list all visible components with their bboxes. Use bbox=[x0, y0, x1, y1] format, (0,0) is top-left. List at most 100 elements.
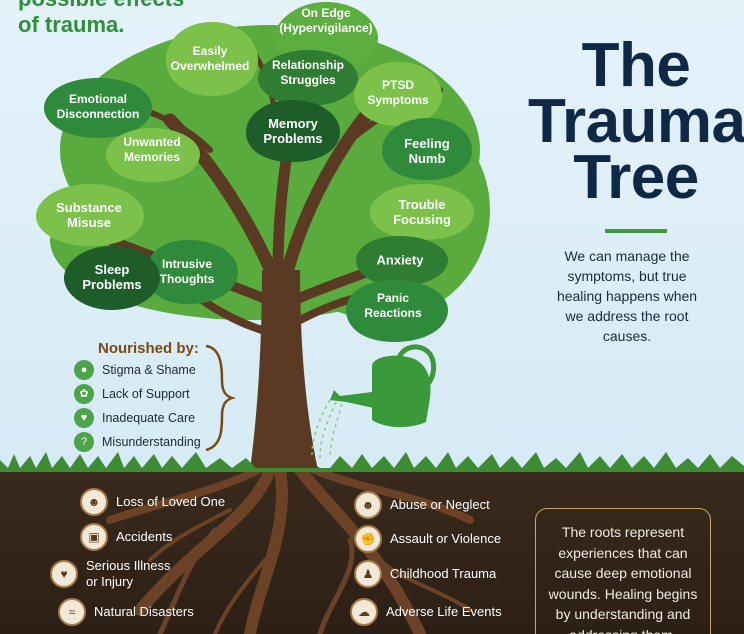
heart-icon: ♥ bbox=[50, 560, 78, 588]
leaf-line: Reactions bbox=[364, 306, 422, 320]
root-item: ✊ Assault or Violence bbox=[354, 525, 501, 553]
nourished-item: ● Stigma & Shame bbox=[74, 360, 196, 380]
leaf-line: Sleep bbox=[94, 262, 130, 277]
leaf-line: Memory bbox=[268, 116, 318, 131]
leaf-anxiety: Anxiety bbox=[377, 253, 424, 268]
leaves bbox=[36, 2, 474, 342]
person-icon: ● bbox=[74, 360, 94, 380]
leaf-line: Relationship bbox=[271, 58, 345, 72]
roots-note: The roots represent experiences that can… bbox=[548, 524, 698, 634]
leaf-line: Symptoms bbox=[367, 93, 429, 107]
leaf-line: Easily bbox=[192, 44, 228, 58]
leaf-on-edge: On Edge(Hypervigilance) bbox=[279, 6, 372, 36]
nourished-label: Stigma & Shame bbox=[102, 363, 196, 377]
person-icon: ☻ bbox=[80, 488, 108, 516]
leaf-line: Overwhelmed bbox=[170, 59, 250, 73]
root-label: Accidents bbox=[116, 529, 172, 545]
leaf-line: Feeling bbox=[404, 136, 450, 151]
leaf-line: Memories bbox=[123, 150, 181, 164]
storm-icon: ☁ bbox=[350, 598, 378, 626]
root-label: Loss of Loved One bbox=[116, 494, 225, 510]
title-divider bbox=[605, 229, 667, 233]
root-line: Loss of Loved One bbox=[116, 494, 226, 509]
leaf-line: Panic bbox=[376, 291, 410, 305]
root-label: Adverse Life Events bbox=[386, 604, 502, 619]
nourished-label: Misunderstanding bbox=[102, 435, 201, 449]
nourished-label: Inadequate Care bbox=[102, 411, 196, 425]
root-item: ☻ Abuse or Neglect bbox=[354, 491, 490, 519]
person-icon: ☻ bbox=[354, 491, 382, 519]
root-label: Natural Disasters bbox=[94, 604, 194, 620]
leaf-line: Intrusive bbox=[161, 257, 212, 271]
leaf-line: Substance bbox=[56, 200, 122, 215]
leaf-line: Trouble bbox=[398, 197, 446, 212]
heading-partial: possible effects of trauma. bbox=[18, 0, 184, 38]
root-line: Accidents bbox=[116, 529, 173, 544]
root-label: Assault or Violence bbox=[390, 531, 502, 546]
root-line: Natural Disasters bbox=[94, 604, 194, 619]
leaf-line: PTSD bbox=[381, 78, 415, 92]
people-icon: ✿ bbox=[74, 384, 94, 404]
root-item: ▣ Accidents bbox=[80, 523, 172, 551]
leaf-line: Misuse bbox=[66, 215, 112, 230]
root-item: ≈ Natural Disasters bbox=[58, 598, 194, 626]
root-label: Abuse or Neglect bbox=[390, 497, 490, 512]
fist-icon: ✊ bbox=[354, 525, 382, 553]
leaf-line: Focusing bbox=[393, 212, 451, 227]
care-icon: ♥ bbox=[74, 408, 94, 428]
nourished-item: ♥ Inadequate Care bbox=[74, 408, 195, 428]
wave-icon: ≈ bbox=[58, 598, 86, 626]
leaf-line: Thoughts bbox=[159, 272, 215, 286]
root-item: ♟ Childhood Trauma bbox=[354, 560, 496, 588]
child-icon: ♟ bbox=[354, 560, 382, 588]
root-label: Childhood Trauma bbox=[390, 566, 497, 581]
question-icon: ? bbox=[74, 432, 94, 452]
title-line2: Trauma bbox=[528, 87, 744, 156]
root-line: or Injury bbox=[86, 574, 133, 589]
roots-note-box bbox=[535, 508, 711, 634]
title-line3: Tree bbox=[573, 143, 699, 212]
root-line: Serious Illness bbox=[86, 558, 171, 573]
title-line1: The bbox=[581, 31, 691, 100]
subtitle: We can manage the symptoms, but true hea… bbox=[556, 248, 698, 344]
water-drops bbox=[311, 399, 343, 459]
trunk bbox=[250, 270, 318, 470]
leaf-line: Numb bbox=[408, 151, 446, 166]
leaf-line: Emotional bbox=[68, 92, 127, 106]
leaf-line: (Hypervigilance) bbox=[279, 21, 373, 35]
leaf-line: Problems bbox=[263, 131, 323, 146]
nourished-title: Nourished by: bbox=[98, 340, 199, 357]
heading-line1: possible effects bbox=[18, 0, 184, 12]
heading-line2: of trauma. bbox=[18, 12, 125, 37]
nourished-label: Lack of Support bbox=[102, 387, 190, 401]
leaf-line: Disconnection bbox=[56, 107, 140, 121]
watering-can-icon bbox=[330, 344, 437, 428]
nourish-bracket bbox=[205, 344, 236, 452]
leaf-line: Unwanted bbox=[123, 135, 181, 149]
page-title: The Trauma Tree bbox=[528, 31, 744, 212]
car-icon: ▣ bbox=[80, 523, 108, 551]
leaf-line: Problems bbox=[82, 277, 142, 292]
root-item: ☻ Loss of Loved One bbox=[80, 488, 225, 516]
nourished-item: ? Misunderstanding bbox=[74, 432, 201, 452]
grass bbox=[0, 452, 744, 472]
nourished-item: ✿ Lack of Support bbox=[74, 384, 190, 404]
root-item: ☁ Adverse Life Events bbox=[350, 598, 502, 626]
leaf-line: On Edge bbox=[301, 6, 351, 20]
